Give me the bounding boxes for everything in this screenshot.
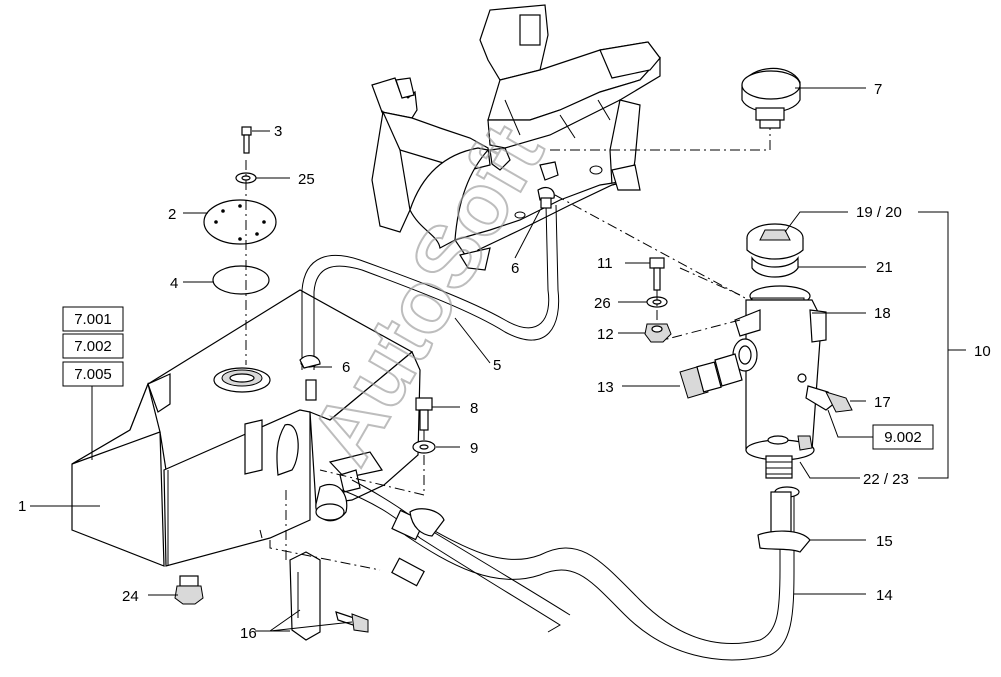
- label-22-23: 22 / 23: [863, 471, 909, 488]
- fitting-17: [805, 385, 853, 413]
- label-11: 11: [597, 255, 613, 272]
- center-lines: [245, 128, 771, 571]
- label-9: 9: [470, 440, 478, 457]
- hose-ends: [391, 486, 811, 587]
- frame-bracket: [371, 4, 661, 271]
- filter-assembly: [732, 223, 827, 479]
- label-6-top: 6: [511, 260, 519, 277]
- label-13: 13: [597, 379, 614, 396]
- label-24: 24: [122, 588, 139, 605]
- label-7: 7: [874, 81, 882, 98]
- ref-box-7005: [62, 361, 124, 387]
- hose-14: [404, 490, 795, 661]
- fitting-13: [679, 353, 743, 399]
- reference-boxes: 7.001 7.002 7.005 9.002: [62, 306, 934, 450]
- label-14: 14: [876, 587, 893, 604]
- ref-7001: 7.001: [74, 311, 112, 328]
- ref-7005: 7.005: [74, 366, 112, 383]
- fuel-tank: [71, 289, 421, 567]
- label-21: 21: [876, 259, 893, 276]
- label-25: 25: [298, 171, 315, 188]
- hose-clip: [299, 186, 555, 369]
- label-19-20: 19 / 20: [856, 204, 902, 221]
- label-12: 12: [597, 326, 614, 343]
- return-line: [341, 479, 571, 633]
- breather-cap: [741, 67, 801, 129]
- label-1: 1: [18, 498, 26, 515]
- label-10: 10: [974, 343, 991, 360]
- label-2: 2: [168, 206, 176, 223]
- label-4: 4: [170, 275, 178, 292]
- bolt-nut-group: [644, 257, 672, 343]
- label-5: 5: [493, 357, 501, 374]
- label-16: 16: [240, 625, 257, 642]
- drain-plug: [174, 575, 204, 605]
- tank-cover-parts: [203, 126, 277, 295]
- label-15: 15: [876, 533, 893, 550]
- hose-5: [301, 204, 560, 370]
- ref-box-7001: [62, 306, 124, 332]
- label-3: 3: [274, 123, 282, 140]
- leader-lines: [30, 87, 966, 632]
- ref-7002: 7.002: [74, 338, 112, 355]
- part-labels: 1 2 3 4 5 6 6 7 8 9 10 11 12 13 14 15 16…: [18, 81, 991, 642]
- label-6-tank: 6: [342, 359, 350, 376]
- label-18: 18: [874, 305, 891, 322]
- ref-box-7002: [62, 333, 124, 359]
- label-17: 17: [874, 394, 891, 411]
- ref-9002: 9.002: [884, 429, 922, 446]
- bolt-washer-group: [412, 397, 436, 454]
- label-26: 26: [594, 295, 611, 312]
- ref-box-9002: [872, 424, 934, 450]
- label-8: 8: [470, 400, 478, 417]
